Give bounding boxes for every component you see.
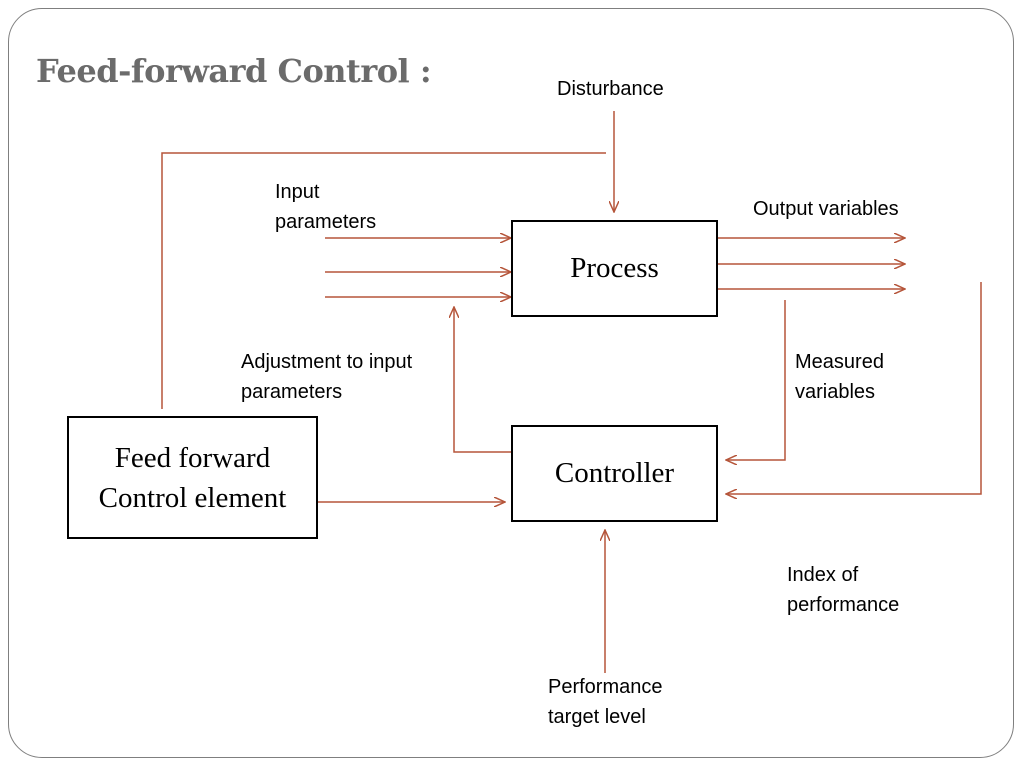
index-of-performance-label-line2: performance (787, 594, 900, 616)
feed-forward-label-line2: Control element (98, 481, 287, 514)
disturbance-label: Disturbance (557, 78, 664, 100)
performance-target-label-line1: Performance (548, 676, 663, 698)
adjustment-label: Adjustment to input parameters (241, 347, 412, 407)
input-parameters-label-line1: Input (275, 181, 320, 203)
input-parameters-label: Input parameters (275, 177, 376, 237)
index-of-performance-label-line1: Index of (787, 564, 859, 586)
process-block: Process (511, 220, 718, 317)
feedforward-sensing-line (161, 152, 606, 409)
measured-variables-label-line1: Measured (795, 351, 884, 373)
process-block-label: Process (570, 252, 659, 284)
measured-variables-label: Measured variables (795, 347, 884, 407)
adjustment-label-line2: parameters (241, 381, 343, 403)
output-variables-label: Output variables (753, 198, 899, 220)
input-parameters-label-line2: parameters (275, 211, 377, 233)
controller-block: Controller (511, 425, 718, 522)
controller-block-label: Controller (554, 457, 675, 489)
index-of-performance-arrow (726, 282, 982, 494)
performance-target-label-line2: target level (548, 706, 646, 728)
slide-frame (8, 8, 1014, 758)
slide-title: Feed-forward Control : (36, 52, 432, 90)
adjustment-label-line1: Adjustment to input (241, 351, 413, 373)
feed-forward-label-line1: Feed forward (114, 441, 271, 474)
measured-variables-label-line2: variables (795, 381, 876, 403)
measured-variables-arrow (726, 300, 786, 460)
feed-forward-control-element-block: Feed forward Control element (67, 416, 318, 539)
index-of-performance-label: Index of performance (787, 560, 899, 620)
adjustment-arrow (454, 307, 511, 453)
performance-target-level-label: Performance target level (548, 672, 663, 732)
